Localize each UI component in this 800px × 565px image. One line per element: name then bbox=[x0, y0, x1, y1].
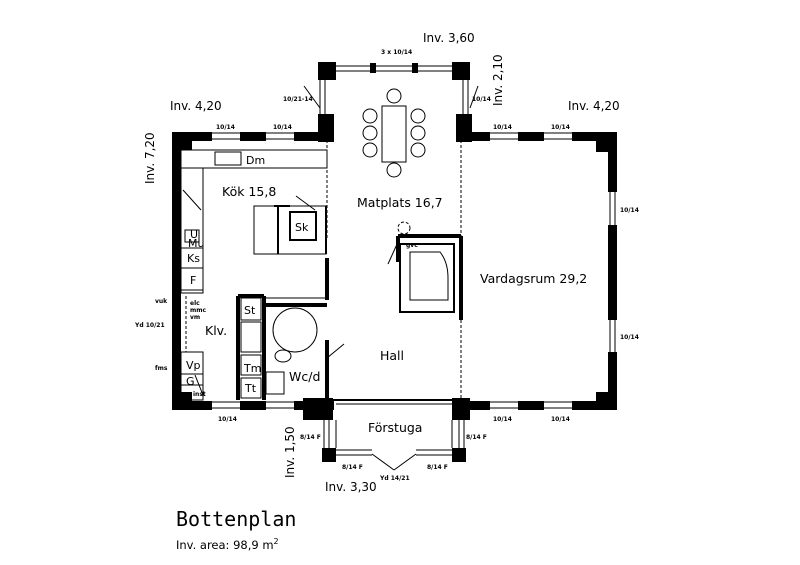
window-label: 10/14 bbox=[493, 416, 512, 423]
window-label: 10/14 bbox=[218, 416, 237, 423]
window-label: 10/14 bbox=[493, 124, 512, 131]
dim-top: Inv. 3,60 bbox=[423, 31, 475, 45]
fixture-gvc: gvc bbox=[406, 242, 418, 249]
window-label: 8/14 F bbox=[427, 464, 448, 471]
dim-right-upper: Inv. 4,20 bbox=[568, 99, 620, 113]
dim-left-side: Inv. 7,20 bbox=[143, 132, 157, 184]
fireplace bbox=[387, 221, 455, 313]
window-label: Yd 14/21 bbox=[379, 475, 410, 482]
fixture-elc: elc bbox=[190, 300, 200, 307]
fixture-vuk: vuk bbox=[155, 298, 168, 305]
dim-top-right: Inv. 2,10 bbox=[491, 54, 505, 106]
room-hall: Hall bbox=[380, 348, 404, 363]
window-label: 8/14 F bbox=[300, 434, 321, 441]
plan-area-sup: 2 bbox=[274, 537, 279, 546]
window-label: 8/14 F bbox=[342, 464, 363, 471]
fixture-fms: fms bbox=[155, 365, 168, 372]
window-label: 10/14 bbox=[551, 416, 570, 423]
exterior-walls bbox=[172, 62, 617, 462]
window-label: 10/14 bbox=[620, 334, 639, 341]
plan-area-text: Inv. area: 98,9 m bbox=[176, 538, 274, 552]
fixture-tt: Tt bbox=[244, 382, 257, 395]
kitchen-fixtures bbox=[180, 149, 328, 294]
room-kitchen: Kök 15,8 bbox=[222, 184, 276, 199]
window-label: 10/14 bbox=[620, 207, 639, 214]
plan-area: Inv. area: 98,9 m2 bbox=[176, 537, 279, 552]
room-dining: Matplats 16,7 bbox=[357, 195, 443, 210]
fixture-vm: vm bbox=[190, 314, 200, 321]
window-label: 10/14 bbox=[273, 124, 292, 131]
dim-bottom: Inv. 3,30 bbox=[325, 480, 377, 494]
fixture-tm: Tm bbox=[243, 362, 261, 375]
window-label: Yd 10/21 bbox=[134, 322, 165, 329]
window-label: 10/21-14 bbox=[283, 96, 313, 103]
window-label: 10/14 bbox=[216, 124, 235, 131]
fixture-ks: Ks bbox=[187, 252, 200, 265]
fixture-mmc: mmc bbox=[190, 307, 207, 314]
plan-title: Bottenplan bbox=[176, 507, 296, 531]
room-closet: Klv. bbox=[205, 323, 227, 338]
fixture-vp: Vp bbox=[186, 359, 201, 372]
dim-left-upper: Inv. 4,20 bbox=[170, 99, 222, 113]
fixture-inst: inst bbox=[193, 391, 206, 398]
window-label: 3 x 10/14 bbox=[381, 49, 412, 56]
windows bbox=[173, 65, 616, 456]
dim-bottom-left: Inv. 1,50 bbox=[283, 426, 297, 478]
room-porch: Förstuga bbox=[368, 420, 422, 435]
window-label: 10/14 bbox=[551, 124, 570, 131]
fixture-f: F bbox=[190, 274, 196, 287]
window-label: 10/14 bbox=[472, 96, 491, 103]
window-label: 8/14 F bbox=[466, 434, 487, 441]
room-wc: Wc/d bbox=[289, 369, 320, 384]
fixture-dm: Dm bbox=[246, 154, 265, 167]
fixture-st: St bbox=[244, 304, 256, 317]
dining-table bbox=[362, 88, 426, 178]
fixture-g: G bbox=[186, 375, 195, 388]
fixture-mu: Mu bbox=[188, 237, 204, 250]
fixture-sk: Sk bbox=[295, 221, 309, 234]
bathroom-fixtures bbox=[180, 85, 479, 471]
fixture-u: U bbox=[190, 228, 198, 241]
room-living: Vardagsrum 29,2 bbox=[480, 271, 587, 286]
